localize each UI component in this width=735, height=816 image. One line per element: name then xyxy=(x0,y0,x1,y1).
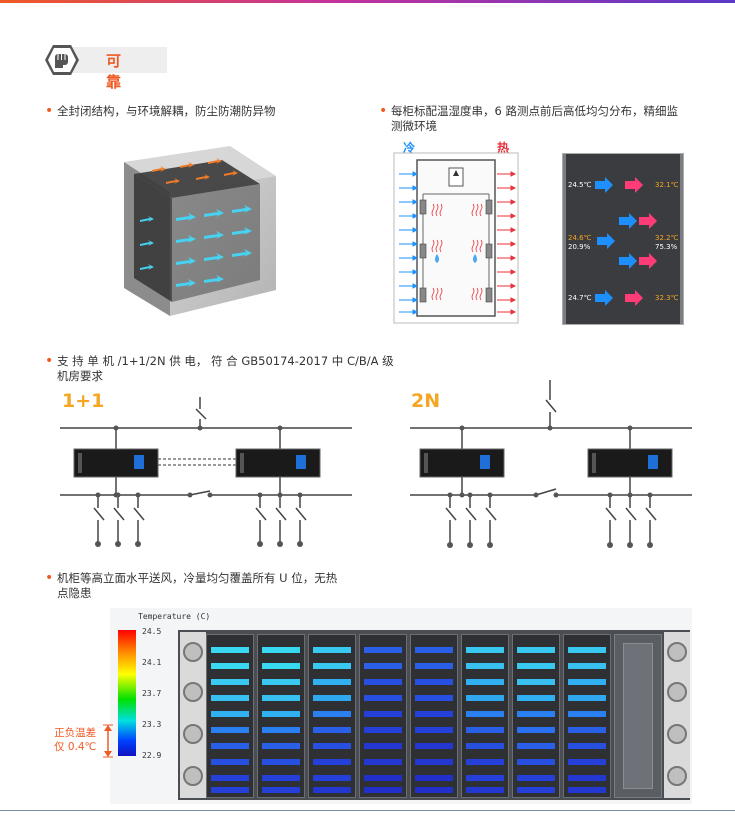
bullet-power: • 支 持 单 机 /1+1/2N 供 电， 符 合 GB50174-2017 … xyxy=(45,354,394,384)
temperature-color-scale xyxy=(118,630,136,756)
fan-icon xyxy=(667,766,687,786)
scale-tick: 22.9 xyxy=(142,751,162,760)
tolerance-note: 正负温差 仅 0.4℃ xyxy=(54,726,96,754)
cabinet-blank-door xyxy=(614,634,662,798)
sensor-left-mid: 24.6℃ xyxy=(568,234,592,242)
bullet-enclosure: • 全封闭结构，与环境解耦，防尘防潮防异物 xyxy=(45,104,276,119)
hot-label: 热 xyxy=(497,141,510,155)
fan-icon xyxy=(183,766,203,786)
bullet-text-line1: 每柜标配温湿度串，6 路测点前后高低均匀分布，精细监 xyxy=(391,104,678,118)
sensor-left-bottom: 24.7℃ xyxy=(568,294,592,302)
enclosure-illustration xyxy=(124,146,276,316)
cabinet xyxy=(512,634,560,798)
tolerance-note-line2: 仅 0.4℃ xyxy=(54,741,97,753)
bullet-text-line1: 支 持 单 机 /1+1/2N 供 电， 符 合 GB50174-2017 中 … xyxy=(57,354,394,368)
fist-icon xyxy=(45,45,79,75)
temperature-scale-title: Temperature (C) xyxy=(138,612,211,621)
right-cooling-panel xyxy=(664,632,690,798)
tolerance-note-line1: 正负温差 xyxy=(54,727,97,739)
bottom-divider xyxy=(0,810,735,811)
bullet-text-line1: 机柜等高立面水平送风，冷量均匀覆盖所有 U 位，无热 xyxy=(57,571,338,585)
section-title: 可 靠 xyxy=(106,52,134,91)
cabinet xyxy=(563,634,611,798)
rack-airflow-diagram xyxy=(393,152,519,324)
cabinet xyxy=(461,634,509,798)
scale-tick: 23.3 xyxy=(142,720,162,729)
bullet-text-line2: 测微环境 xyxy=(391,119,437,133)
fan-icon xyxy=(183,642,203,662)
fan-icon xyxy=(667,682,687,702)
scale-tick: 23.7 xyxy=(142,689,162,698)
left-cooling-panel xyxy=(180,632,206,798)
tolerance-bracket-icon xyxy=(103,724,113,758)
bullet-sensors: • 每柜标配温湿度串，6 路测点前后高低均匀分布，精细监 测微环境 xyxy=(379,104,678,134)
cabinet xyxy=(257,634,305,798)
sensor-right-mid: 32.2℃ xyxy=(655,234,679,242)
sensor-readout-panel: 24.5℃ 24.6℃ 20.9% 24.7℃ 32.1℃ 32.2℃ 75.3… xyxy=(562,153,684,325)
sensor-right-top: 32.1℃ xyxy=(655,181,679,189)
label-1plus1: 1+1 xyxy=(62,390,105,412)
bullet-dot: • xyxy=(45,103,54,119)
bullet-text-line2: 点隐患 xyxy=(57,586,92,600)
power-diagram-2n xyxy=(410,380,692,548)
top-gradient-bar xyxy=(0,0,735,3)
header-pill xyxy=(70,47,167,73)
sensor-left-top: 24.5℃ xyxy=(568,181,592,189)
scale-tick: 24.5 xyxy=(142,627,162,636)
cabinet xyxy=(359,634,407,798)
cabinet xyxy=(206,634,254,798)
fan-icon xyxy=(183,724,203,744)
fan-icon xyxy=(667,724,687,744)
section-header: 可 靠 xyxy=(44,44,167,91)
fan-icon xyxy=(183,682,203,702)
bullet-dot: • xyxy=(45,570,54,586)
bullet-text: 全封闭结构，与环境解耦，防尘防潮防异物 xyxy=(57,104,276,118)
sensor-arrows xyxy=(595,177,657,306)
bullet-dot: • xyxy=(379,103,388,119)
cabinet xyxy=(410,634,458,798)
sensor-right-bottom: 32.3℃ xyxy=(655,294,679,302)
label-2n: 2N xyxy=(411,390,441,412)
fan-icon xyxy=(667,642,687,662)
bullet-text-line2: 机房要求 xyxy=(57,369,103,383)
sensor-left-mid-rh: 20.9% xyxy=(568,243,591,251)
bullet-airflow: • 机柜等高立面水平送风，冷量均匀覆盖所有 U 位，无热 点隐患 xyxy=(45,571,338,601)
bullet-dot: • xyxy=(45,353,54,369)
sensor-right-mid-rh: 75.3% xyxy=(655,243,678,251)
power-diagram-1plus1 xyxy=(60,397,352,547)
cold-label: 冷 xyxy=(403,141,416,155)
scale-tick: 24.1 xyxy=(142,658,162,667)
cabinet xyxy=(308,634,356,798)
